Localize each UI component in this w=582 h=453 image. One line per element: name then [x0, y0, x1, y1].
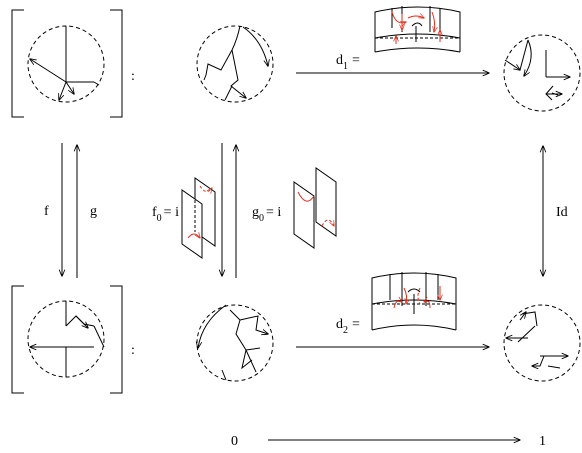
top-colon: :: [131, 69, 135, 84]
top-middle-chord-diagram: [196, 25, 274, 103]
g0-label: g0= i: [252, 205, 281, 224]
top-right-chord-diagram: [503, 34, 581, 112]
d1-label: d1=: [336, 53, 360, 72]
bottom-colon: :: [131, 343, 135, 358]
f0-label: f0= i: [152, 205, 179, 224]
g0-sheets: [293, 167, 337, 249]
bottom-right-chord-diagram: [503, 304, 581, 382]
d1-saddle-surface: [374, 6, 461, 53]
g-label: g: [90, 204, 97, 219]
bottom-middle-chord-diagram: [197, 304, 274, 382]
d2-label: d2=: [336, 317, 360, 336]
interval-start: 0: [231, 434, 238, 449]
top-left-bracket-chord-diagram: [11, 9, 123, 118]
f-label: f: [44, 204, 49, 219]
id-label: Id: [556, 205, 568, 220]
interval-end: 1: [539, 434, 546, 449]
d2-saddle-surface: [371, 272, 457, 331]
bottom-left-bracket-chord-diagram: [11, 285, 123, 394]
f0-sheets: [181, 177, 216, 259]
